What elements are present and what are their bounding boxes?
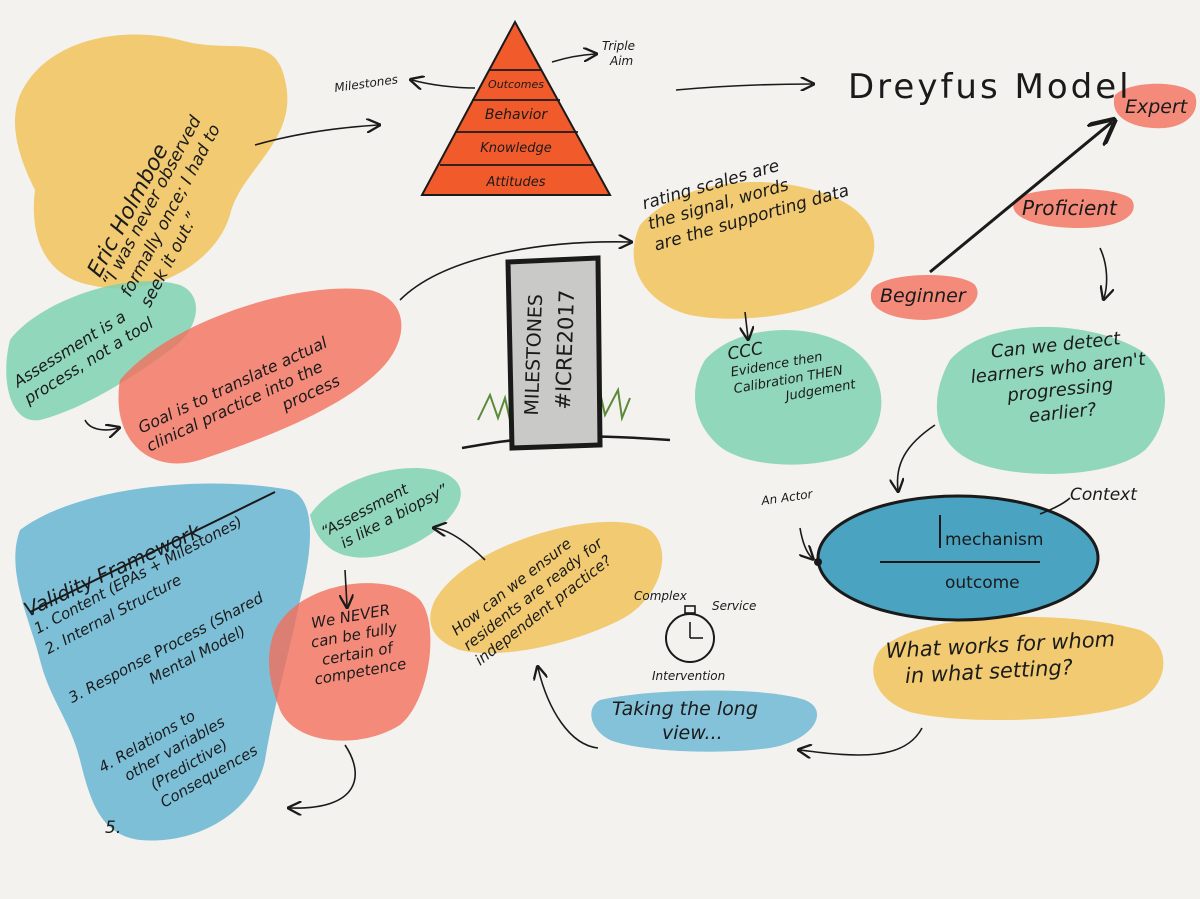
arrow-context-to-ellipse	[1039, 497, 1071, 515]
holmboe-blob	[15, 34, 288, 289]
actor-label: An Actor	[759, 487, 814, 508]
arrow-to-dreyfus	[675, 84, 812, 90]
arrow-holmboe-to-pyramid	[254, 125, 378, 146]
milestone-post: MILESTONES #ICRE2017	[461, 255, 671, 451]
arrow-assessment-to-goal	[84, 419, 118, 430]
long-view-blob	[591, 690, 818, 752]
validity-blob	[15, 483, 310, 841]
context-label: Context	[1070, 485, 1138, 505]
arrow-goal-to-rating	[399, 242, 630, 301]
long-view-note: Taking the long view...	[612, 698, 758, 746]
ccc-blob	[695, 330, 882, 465]
realist-diagram	[814, 494, 1100, 622]
arrow-proficient-to-detect	[1099, 247, 1107, 298]
pyramid-level: Behavior	[485, 107, 548, 123]
arrow-longview-to-ensure	[538, 668, 599, 749]
never-blob	[268, 583, 431, 741]
arrow-biopsy-to-never	[345, 569, 347, 606]
arrow-actor-to-ellipse	[800, 527, 812, 558]
ensure-blob	[430, 521, 663, 654]
clock-bottom-label: Intervention	[652, 669, 725, 683]
validity-item: 5.	[105, 818, 122, 838]
mechanism-label: mechanism	[945, 530, 1043, 550]
arrow-never-to-validity	[290, 744, 356, 808]
dreyfus-arrow	[929, 122, 1112, 274]
arrow-pyramid-to-milestones	[412, 80, 476, 88]
expert-blob	[1113, 83, 1197, 129]
pyramid-level: Outcomes	[488, 78, 544, 91]
goal-blob	[118, 288, 402, 464]
dreyfus-title: Dreyfus Model	[848, 67, 1132, 107]
pyramid-level: Knowledge	[480, 141, 551, 156]
realist-ellipse	[816, 494, 1100, 622]
milestones-label: Milestones	[333, 72, 398, 95]
arrow-whatworks-to-longview	[800, 727, 923, 755]
triple-aim-label: Aim	[609, 54, 633, 68]
biopsy-blob	[310, 467, 461, 558]
actor-dot	[814, 558, 822, 566]
pyramid-level: Attitudes	[485, 175, 545, 190]
clock-icon	[665, 605, 715, 663]
dreyfus-beginner: Beginner	[880, 285, 967, 307]
dreyfus-expert: Expert	[1125, 96, 1189, 118]
long-view-line: view...	[662, 721, 723, 744]
pyramid-body	[420, 19, 612, 196]
beginner-blob	[870, 274, 978, 320]
clock-top-left-label: Complex	[634, 589, 688, 603]
what-works-blob	[873, 616, 1164, 721]
post-body	[505, 255, 603, 451]
validity-underline	[29, 491, 276, 613]
detect-blob	[936, 326, 1165, 474]
arrow-ensure-to-biopsy	[435, 528, 486, 561]
arrow-detect-to-ellipse	[897, 424, 936, 490]
proficient-blob	[1013, 188, 1134, 228]
post-text: #ICRE2017	[551, 289, 579, 410]
outcome-label: outcome	[945, 573, 1020, 593]
assessment-process-blob	[6, 281, 197, 421]
long-view-line: Taking the long	[612, 698, 758, 720]
rating-blob	[633, 182, 875, 319]
pyramid: Outcomes Behavior Knowledge Attitudes	[420, 19, 612, 196]
dreyfus-proficient: Proficient	[1022, 196, 1118, 220]
triple-aim-label: Triple	[602, 39, 635, 53]
arrow-pyramid-to-aim	[551, 54, 595, 63]
post-text: MILESTONES	[521, 294, 547, 416]
arrow-rating-to-ccc	[745, 311, 748, 338]
clock-top-right-label: Service	[712, 599, 756, 613]
validity-item-5: 5.	[105, 818, 121, 839]
